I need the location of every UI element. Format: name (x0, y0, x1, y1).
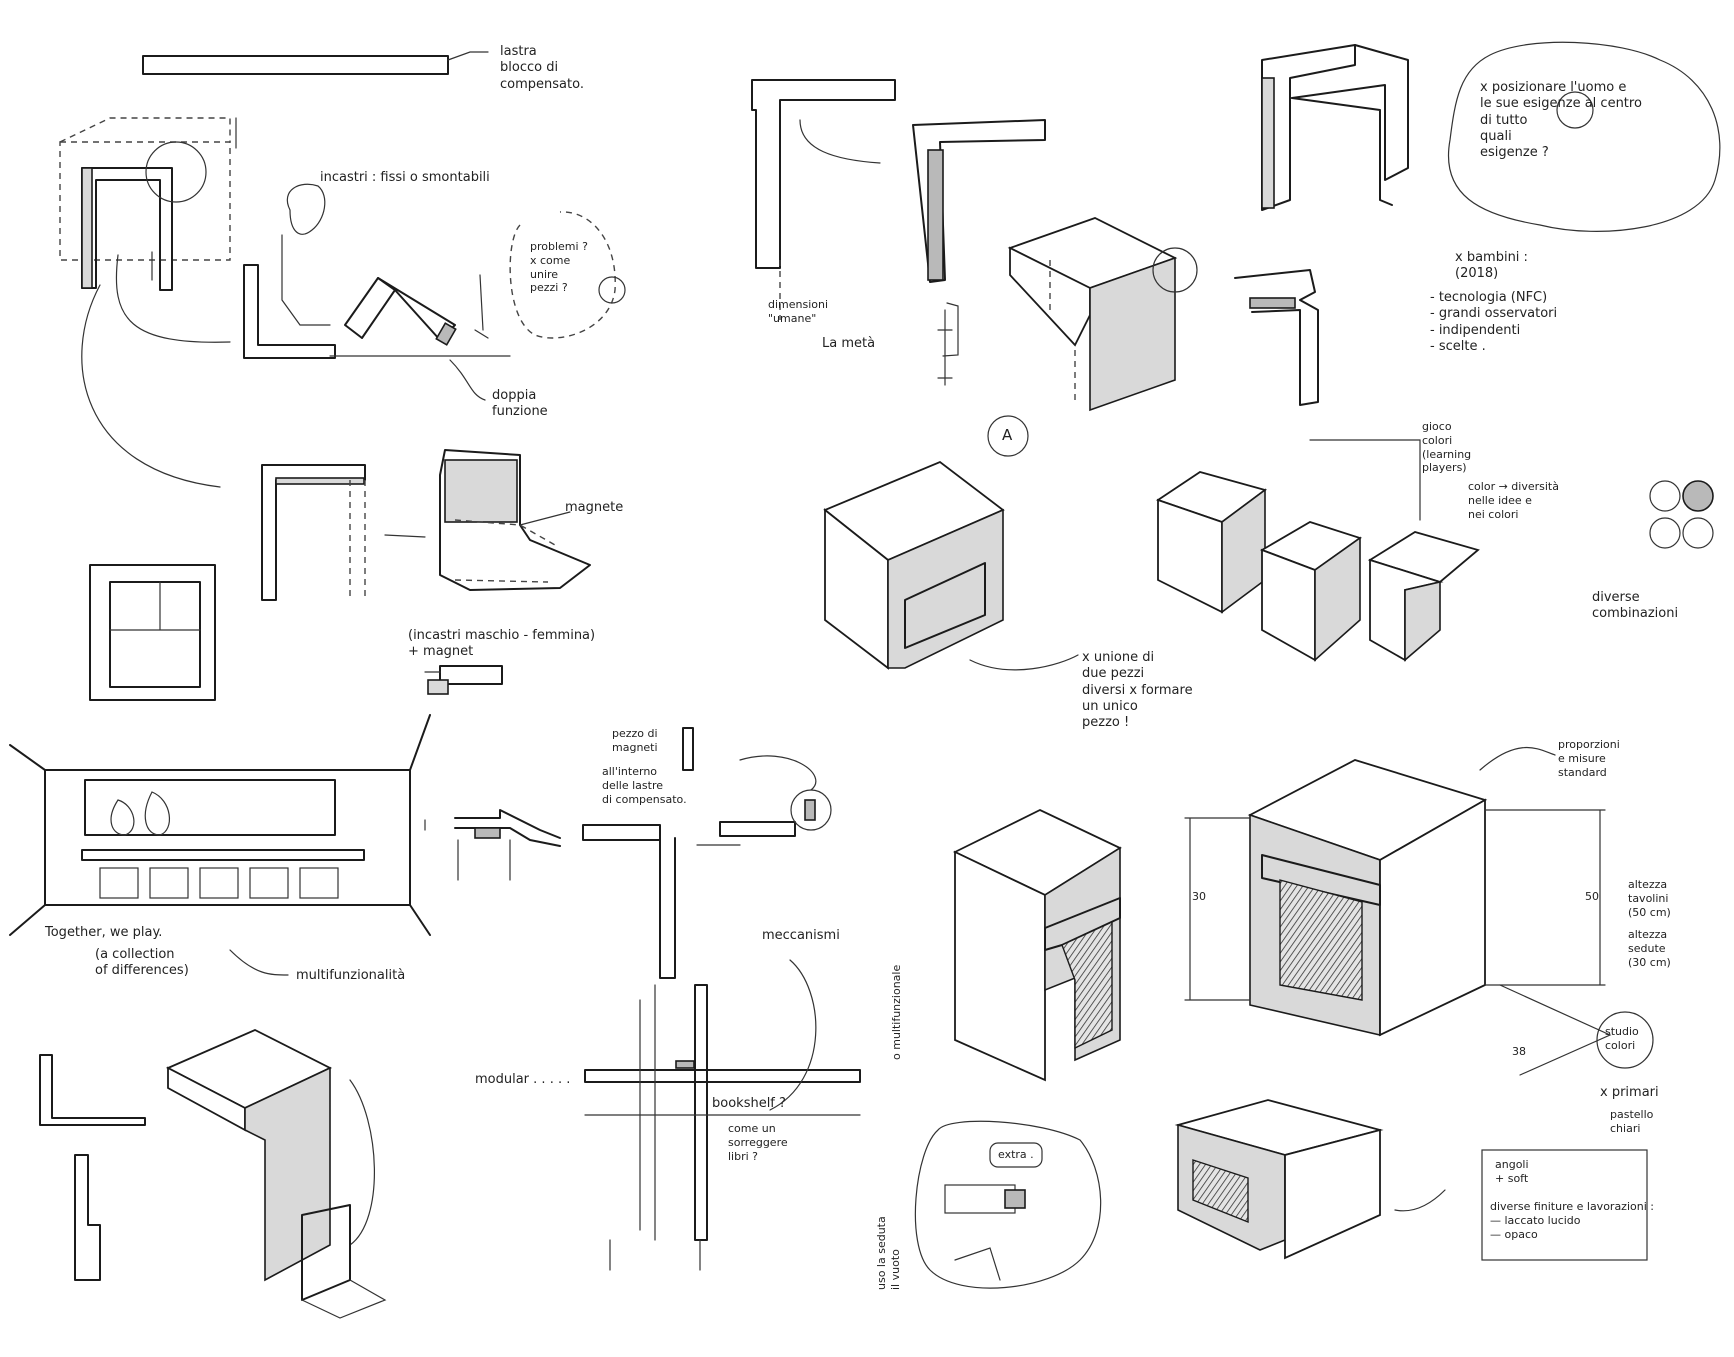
arrow-diversity (1309, 439, 1421, 521)
note-proporzioni: proporzioni e misure standard (1558, 738, 1620, 779)
note-bambini: x bambini : (2018) (1455, 250, 1528, 282)
note-diverse-combinazioni: diverse combinazioni (1592, 590, 1679, 622)
note-posizionare: x posizionare l'uomo e le sue esigenze a… (1480, 80, 1642, 160)
cube-slot-sketch-bottom (165, 1029, 375, 1282)
note-modular: modular . . . . . (475, 1072, 571, 1087)
note-angoli: angoli + soft (1495, 1158, 1529, 1185)
note-problemi: problemi ? x come unire pezzi ? (530, 240, 588, 295)
note-studio-colori: studio colori (1605, 1025, 1639, 1052)
plywood-slab-sketch (142, 51, 489, 75)
cantilever-table-sketch (1007, 217, 1198, 412)
dimension-5-marks (937, 309, 953, 386)
dimension-38: 38 (1512, 1045, 1526, 1058)
finishes-box (1481, 1149, 1648, 1261)
l-joint-sketch-c (1261, 44, 1409, 211)
note-la-meta: La metà (822, 336, 876, 351)
inverted-l-joint-sketch (261, 464, 426, 601)
note-multifunzionale-vertical: o multifunzionale (890, 964, 903, 1060)
note-altezza: altezza tavolini (50 cm) (1628, 878, 1671, 919)
l-joint-sketch-a (751, 79, 896, 320)
note-pastello: pastello chiari (1610, 1108, 1654, 1135)
cross-modular-bookshelf (584, 959, 861, 1271)
arrow-curve-left (115, 254, 231, 343)
cube-table-shaded-large (1184, 746, 1612, 1076)
note-color-diversita: color → diversità nelle idee e nei color… (1468, 480, 1559, 521)
note-pezzo-magneti: pezzo di magneti (612, 727, 658, 754)
male-female-joint-detail (424, 665, 503, 695)
note-primari: x primari (1600, 1085, 1659, 1100)
note-uso-vertical: uso la seduta il vuoto (875, 1216, 902, 1290)
l-joint-sketch-b (912, 119, 1046, 357)
note-bambini-list: - tecnologia (NFC) - grandi osservatori … (1430, 290, 1558, 354)
room-perspective-sketch (9, 714, 431, 976)
note-altezza-sedute: altezza sedute (30 cm) (1628, 928, 1671, 969)
note-meccanismi: meccanismi (762, 928, 840, 943)
note-together: Together, we play. (45, 925, 163, 940)
dimension-50: 50 (1585, 890, 1599, 903)
corner-joint-detail (1234, 269, 1319, 406)
studio-colori-circle (1596, 1011, 1654, 1069)
magnet-joint-3d (439, 449, 591, 591)
note-extra: extra . (998, 1148, 1034, 1161)
note-incastri-maschio: (incastri maschio - femmina) + magnet (408, 628, 596, 660)
note-dimensioni: dimensioni "umane" (768, 298, 829, 325)
note-label-a: A (1002, 426, 1013, 444)
child-at-desk-sketch (243, 183, 511, 401)
magnet-slot-detail (424, 809, 561, 881)
label-a-circle (987, 415, 1029, 457)
arrow-curve-long (81, 284, 221, 488)
cube-stool-shaded (1174, 1099, 1446, 1260)
l-pieces-left (39, 1054, 146, 1281)
note-multifunzionalita: multifunzionalità (296, 968, 406, 983)
color-swatches (1649, 480, 1714, 549)
stool-frame-sketch (59, 117, 237, 291)
extra-thought-bubble (914, 1120, 1102, 1289)
note-lastra: lastra blocco di compensato. (500, 44, 584, 92)
cloud-bubble-needs (1447, 41, 1721, 232)
magnet-piece-l-joint (582, 727, 832, 979)
problem-thought-bubble (509, 211, 626, 339)
chair-thumbnail (301, 1204, 387, 1319)
note-collection: (a collection of differences) (95, 947, 189, 979)
note-gioco-colori: gioco colori (learning players) (1422, 420, 1472, 475)
note-doppia-funzione: doppia funzione (492, 388, 548, 420)
note-unione: x unione di due pezzi diversi x formare … (1082, 650, 1193, 730)
note-allinterno: all'interno delle lastre di compensato. (602, 765, 687, 806)
note-bookshelf-sub: come un sorreggere libri ? (728, 1122, 788, 1163)
note-magnete: magnete (565, 500, 624, 515)
cube-table-shaded-small (952, 808, 1122, 1082)
note-finiture: diverse finiture e lavorazioni : — lacca… (1490, 1200, 1654, 1241)
cube-table-outline-top (823, 460, 1079, 671)
note-incastri: incastri : fissi o smontabili (320, 170, 490, 185)
note-bookshelf: bookshelf ? (712, 1096, 786, 1111)
puzzle-pieces-row (1155, 471, 1480, 662)
square-frame-plan (89, 564, 216, 701)
dimension-30: 30 (1192, 890, 1206, 903)
